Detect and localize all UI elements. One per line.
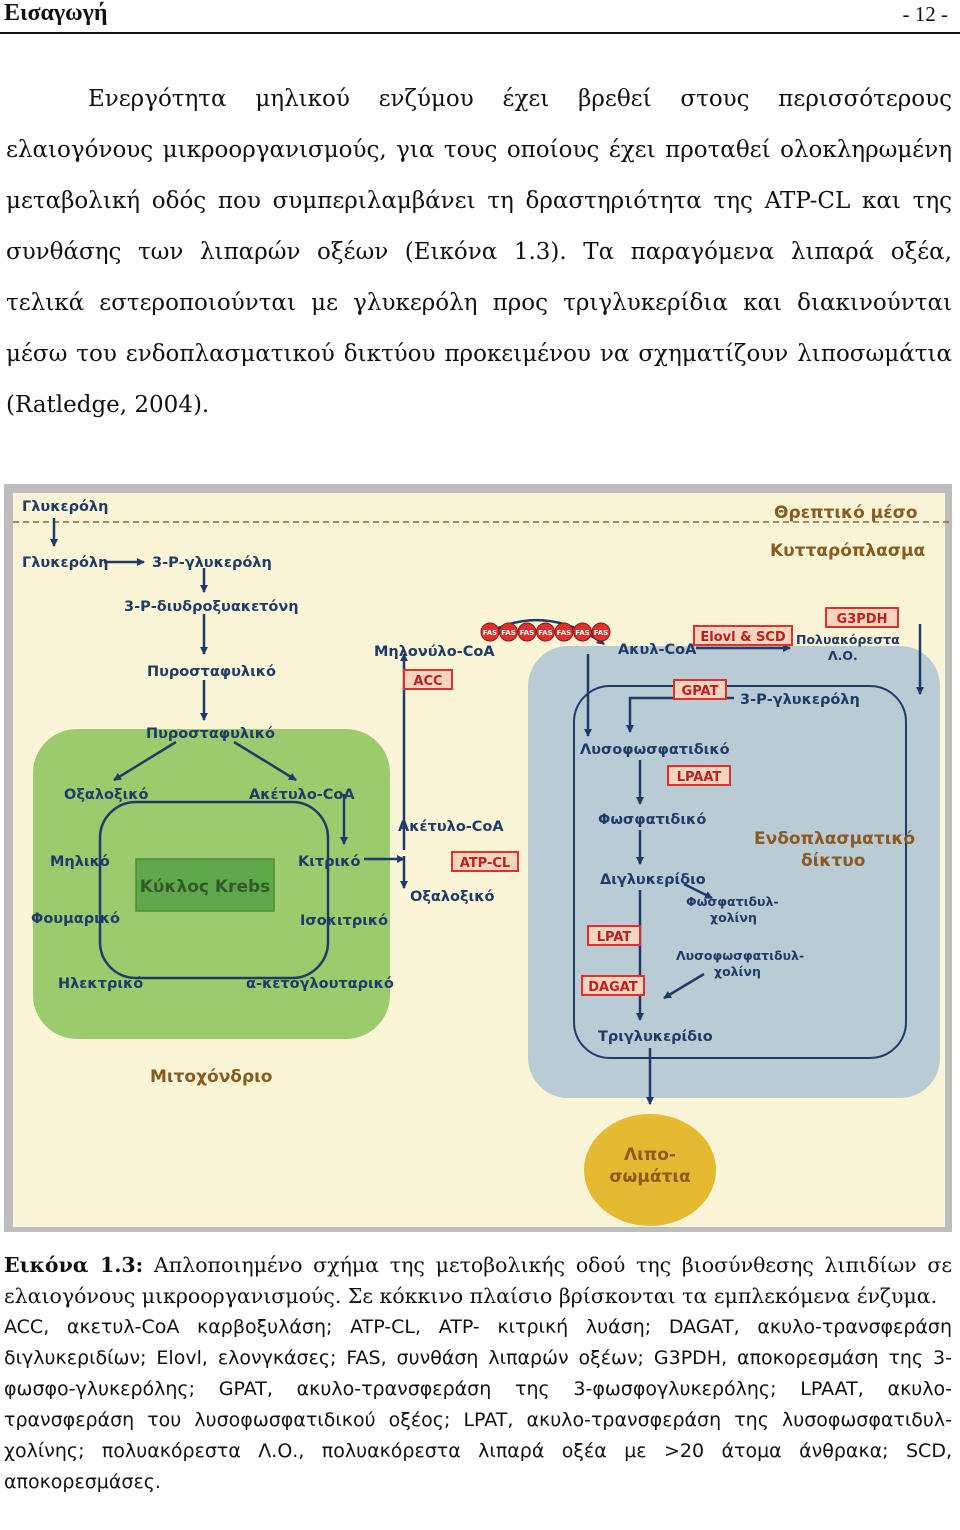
enzyme-g3pdh: G3PDH bbox=[837, 612, 888, 627]
fas-chain: FAS FAS FAS FAS FAS FAS FAS bbox=[480, 622, 611, 642]
fas-label: FAS bbox=[557, 629, 571, 637]
figure-lipid-pathway: FAS FAS FAS FAS FAS FAS FAS Θρεπτικό μέσο Κυττ… bbox=[4, 484, 952, 1232]
label-malate: Μηλικό bbox=[50, 854, 110, 870]
label-lpc-2: χολίνη bbox=[714, 964, 761, 979]
label-lipid-1: Λιπο- bbox=[624, 1145, 676, 1165]
enzyme-box-lpaat bbox=[667, 765, 731, 786]
label-glycerol-out: Γλυκερόλη bbox=[22, 499, 108, 515]
fas-label: FAS bbox=[483, 629, 497, 637]
enzyme-gpat: GPAT bbox=[682, 684, 719, 699]
caption-label: Εικόνα 1.3: bbox=[4, 1253, 144, 1277]
label-triglyceride: Τριγλυκερίδιο bbox=[598, 1029, 713, 1045]
label-pyruvate-mito: Πυροσταφυλικό bbox=[146, 726, 275, 742]
krebs-box bbox=[135, 858, 275, 912]
enzyme-box-dagat bbox=[581, 975, 645, 996]
enzyme-lpat: LPAT bbox=[597, 930, 632, 945]
label-pufa-2: Λ.Ο. bbox=[828, 648, 858, 663]
label-diglyceride: Διγλυκερίδιο bbox=[600, 872, 706, 888]
label-g3p-right: 3-Ρ-γλυκερόλη bbox=[740, 692, 860, 708]
enzyme-box-acc bbox=[403, 669, 453, 690]
label-pc-2: χολίνη bbox=[710, 910, 757, 925]
label-fumarate: Φουμαρικό bbox=[31, 911, 120, 927]
paragraph: Ενεργότητα μηλικού ενζύμου έχει βρεθεί σ… bbox=[6, 86, 952, 418]
body-text: Ενεργότητα μηλικού ενζύμου έχει βρεθεί σ… bbox=[6, 74, 952, 431]
enzyme-lpaat: LPAAT bbox=[677, 770, 722, 785]
label-glycerol-in: Γλυκερόλη bbox=[22, 555, 108, 571]
label-lysophosphatidic: Λυσοφωσφατιδικό bbox=[580, 742, 730, 758]
label-medium: Θρεπτικό μέσο bbox=[774, 503, 918, 523]
label-pufa-1: Πολυακόρεστα bbox=[796, 632, 900, 647]
label-citrate: Κιτρικό bbox=[298, 854, 360, 870]
caption-text: Απλοποιημένο σχήμα της μετοβολικής οδού … bbox=[4, 1253, 952, 1308]
er-inner bbox=[573, 685, 907, 1059]
section-title: Εισαγωγή bbox=[4, 0, 108, 26]
label-acyl-coa: Ακυλ-CoA bbox=[618, 642, 697, 658]
caption-main: Εικόνα 1.3: Απλοποιημένο σχήμα της μετοβ… bbox=[4, 1250, 952, 1312]
label-succinate: Ηλεκτρικό bbox=[58, 976, 143, 992]
arrow-lpc-tag bbox=[663, 972, 705, 1000]
enzyme-dagat: DAGAT bbox=[588, 980, 638, 995]
arrow-pyruvate-oaa bbox=[113, 740, 177, 782]
page-header: Εισαγωγή - 12 - bbox=[0, 0, 960, 34]
fas-label: FAS bbox=[575, 629, 589, 637]
label-oxaloacetate-cyto: Οξαλοξικό bbox=[410, 889, 495, 905]
fas-label: FAS bbox=[538, 629, 552, 637]
fas-circle bbox=[591, 622, 611, 642]
label-g3p-left: 3-Ρ-γλυκερόλη bbox=[152, 555, 272, 571]
enzyme-box-g3pdh bbox=[825, 607, 899, 628]
label-pc-1: Φωσφατιδυλ- bbox=[686, 894, 779, 909]
label-isocitrate: Ισοκιτρικό bbox=[300, 913, 388, 929]
krebs-cycle-path bbox=[98, 800, 330, 980]
label-phosphatidic: Φωσφατιδικό bbox=[598, 812, 706, 828]
label-acetylcoa-cyto: Ακέτυλο-CoA bbox=[398, 819, 504, 835]
label-aketoglutarate: α-κετογλουταρικό bbox=[246, 976, 394, 992]
label-oxaloacetate-mito: Οξαλοξικό bbox=[64, 787, 149, 803]
label-krebs: Κύκλος Krebs bbox=[140, 877, 271, 897]
lipid-bodies bbox=[584, 1114, 716, 1226]
label-er-1: Ενδοπλασματικό bbox=[754, 829, 915, 849]
label-acetylcoa-mito: Ακέτυλο-CoA bbox=[249, 787, 355, 803]
figure-caption: Εικόνα 1.3: Απλοποιημένο σχήμα της μετοβ… bbox=[4, 1250, 952, 1498]
label-malonyl-coa: Μηλονύλο-CoA bbox=[374, 644, 495, 660]
enzyme-box-gpat bbox=[673, 679, 727, 700]
enzyme-box-atpcl bbox=[451, 851, 519, 872]
enzyme-box-lpat bbox=[587, 925, 641, 946]
endoplasmic-reticulum bbox=[528, 646, 940, 1098]
label-mitochondrion: Μιτοχόνδριο bbox=[150, 1067, 272, 1087]
enzyme-atp-cl: ATP-CL bbox=[460, 856, 510, 871]
label-dhap: 3-Ρ-διυδροξυακετόνη bbox=[124, 599, 299, 615]
enzyme-acc: ACC bbox=[413, 674, 442, 689]
enzyme-box-elovl bbox=[693, 625, 793, 646]
label-lipid-2: σωμάτια bbox=[609, 1167, 690, 1187]
page-number: - 12 - bbox=[902, 2, 949, 26]
label-er-2: δίκτυο bbox=[801, 851, 865, 871]
label-lpc-1: Λυσοφωσφατιδυλ- bbox=[676, 948, 804, 963]
arrow-dig-pc bbox=[683, 882, 713, 900]
fas-label: FAS bbox=[520, 629, 534, 637]
arrow-pyruvate-acetylcoa bbox=[233, 740, 297, 782]
fas-label: FAS bbox=[594, 629, 608, 637]
label-pyruvate-cyto: Πυροσταφυλικό bbox=[147, 664, 276, 680]
fas-label: FAS bbox=[501, 629, 515, 637]
label-cytoplasm: Κυτταρόπλασμα bbox=[770, 541, 925, 561]
caption-abbreviations: ACC, ακετυλ-CoA καρβοξυλάση; ATP-CL, ATP… bbox=[4, 1316, 952, 1493]
enzyme-elovl-scd: Elovl & SCD bbox=[700, 630, 785, 645]
